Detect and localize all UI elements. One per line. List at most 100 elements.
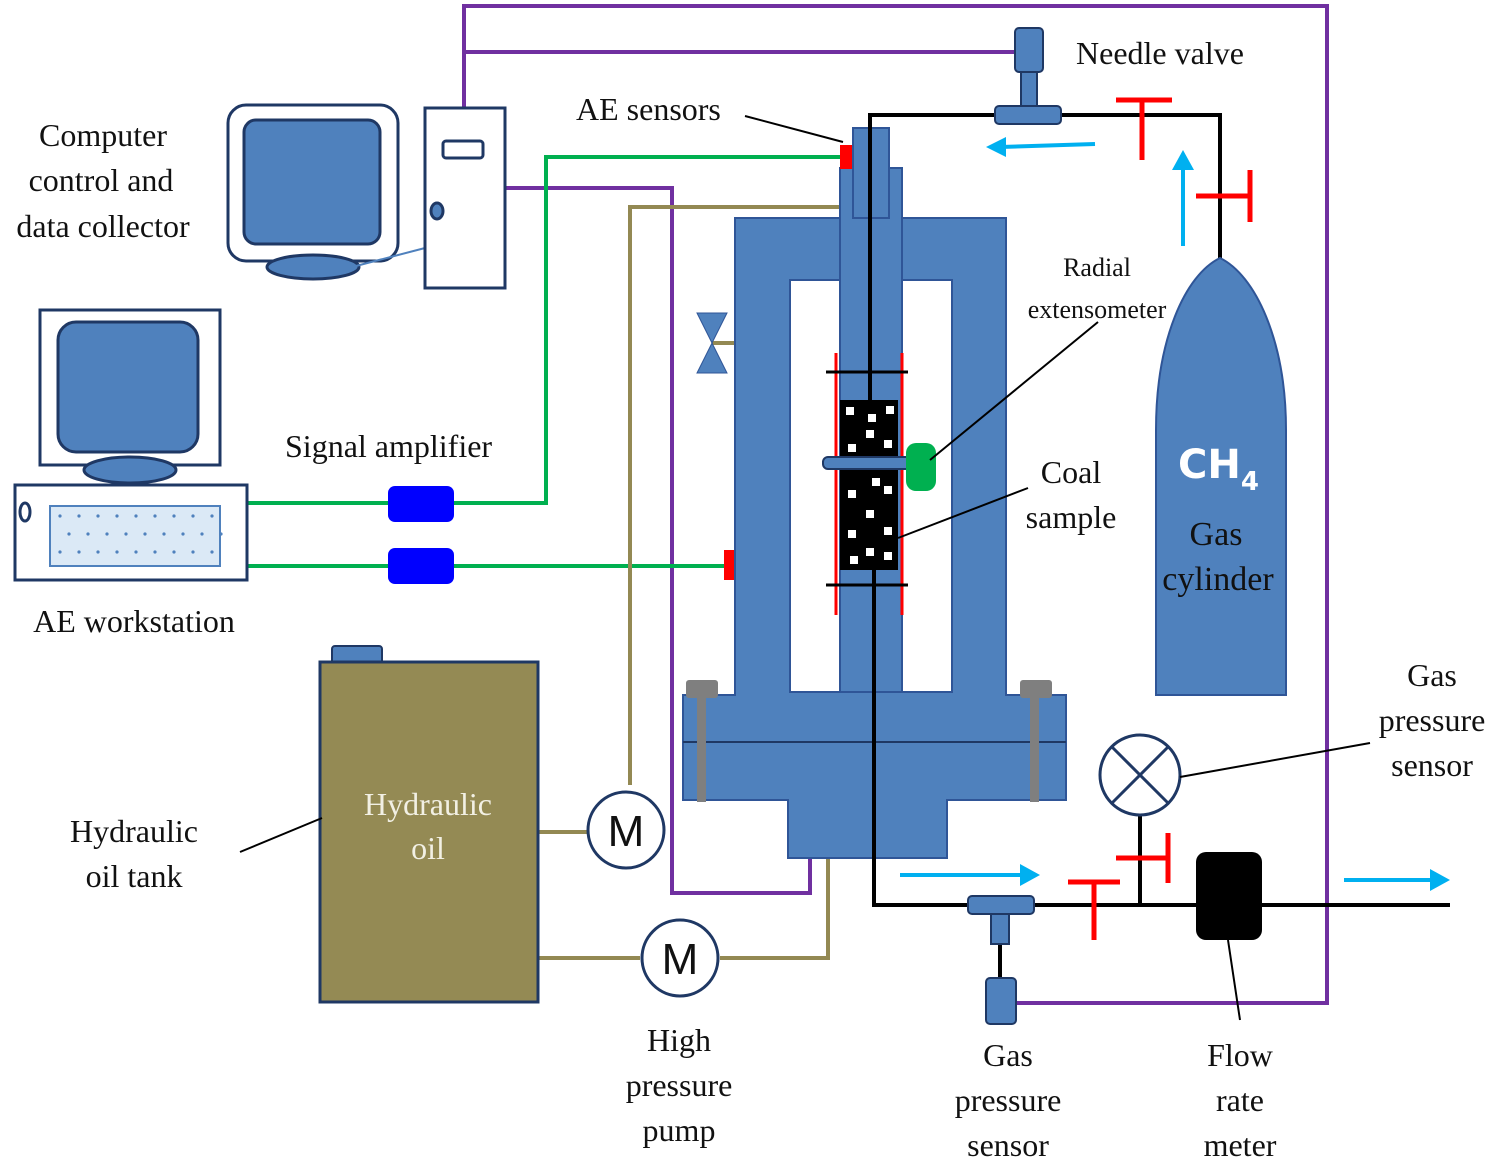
coal-sample-label-line2: sample	[1026, 499, 1117, 535]
bolt-head-left	[686, 680, 718, 698]
flow-rate-meter-line2: rate	[1216, 1082, 1264, 1118]
extensometer-ring	[822, 456, 916, 470]
keyboard-key-dot	[96, 514, 100, 518]
signal-amplifier-1	[388, 486, 454, 522]
keyboard-key-dot	[210, 514, 214, 518]
gas-pressure-sensor-right-line1: Gas	[1407, 657, 1457, 693]
oil-label-line2: oil	[411, 830, 445, 866]
flow-rate-meter-line3: meter	[1204, 1127, 1277, 1162]
keyboard-key-dot	[124, 532, 128, 536]
shutoff-valves	[1068, 97, 1253, 940]
computer-screen	[242, 118, 382, 246]
gas-cylinder-label-line1: Gas	[1190, 516, 1243, 553]
radial-extensometer-label-line1: Radial	[1063, 253, 1131, 282]
radial-extensometer-label-line2: extensometer	[1028, 295, 1167, 324]
gas-cylinder-icon: CH4 Gas cylinder	[1155, 256, 1287, 696]
needle-valve-label: Needle valve	[1076, 35, 1244, 71]
keyboard-key-dot	[191, 550, 195, 554]
flow-meter-icon	[1196, 852, 1262, 940]
needle-valve-icon	[994, 27, 1062, 125]
keyboard-key-dot	[86, 532, 90, 536]
valve-icon	[1068, 879, 1120, 940]
pressure-gauge-icon	[1098, 733, 1182, 817]
keyboard-key-dot	[162, 532, 166, 536]
high-pressure-pump-line1: High	[647, 1022, 711, 1058]
keyboard-key-dot	[115, 550, 119, 554]
signal-amplifier-label: Signal amplifier	[285, 428, 492, 464]
bolt-head-right	[1020, 680, 1052, 698]
gas-cylinder-label-line2: cylinder	[1162, 561, 1274, 598]
keyboard-key-dot	[200, 532, 204, 536]
gas-pressure-sensor-bottom-line1: Gas	[983, 1037, 1033, 1073]
keyboard-key-dot	[134, 550, 138, 554]
coal-sample-dots	[846, 406, 894, 564]
keyboard-key-dot	[77, 514, 81, 518]
radial-extensometer	[906, 443, 936, 491]
signal-amplifier-2	[388, 548, 454, 584]
valve-icon	[1196, 170, 1253, 222]
hydraulic-valve-icon	[696, 312, 728, 374]
keyboard-key-dot	[77, 550, 81, 554]
labels: Needle valve AE sensors Computer control…	[16, 35, 1485, 1162]
gas-pressure-sensor-bottom-line2: pressure	[955, 1082, 1062, 1118]
high-pressure-pump-line3: pump	[643, 1112, 716, 1148]
computer-label-line2: control and	[29, 162, 174, 198]
workstation-icon	[13, 308, 249, 582]
keyboard-key-dot	[153, 514, 157, 518]
keyboard-key-dot	[210, 550, 214, 554]
keyboard-key-dot	[172, 514, 176, 518]
arrow-left-icon	[986, 137, 1096, 157]
workstation-stand	[82, 455, 178, 485]
bolt-left	[697, 690, 706, 802]
purple-outer-loop	[462, 4, 1329, 1005]
computer-icon	[226, 103, 507, 290]
svg-text:M: M	[662, 935, 699, 984]
high-pressure-pump-line2: pressure	[626, 1067, 733, 1103]
keyboard-key-dot	[115, 514, 119, 518]
computer-label-line3: data collector	[16, 208, 190, 244]
workstation-screen	[56, 320, 200, 454]
ae-sensor-top	[840, 145, 852, 169]
leader-lines	[239, 115, 1371, 1021]
ae-sensor-side	[724, 550, 734, 580]
hydraulic-oil-tank-label-line2: oil tank	[86, 858, 183, 894]
keyboard-key-dot	[96, 550, 100, 554]
valve-icon	[1116, 97, 1172, 160]
hydraulic-line-upper	[628, 205, 840, 785]
pump-icon: M	[640, 918, 720, 998]
coal-sample	[840, 400, 898, 570]
hydraulic-oil-tank-label-line1: Hydraulic	[70, 813, 198, 849]
oil-tank-body	[318, 660, 540, 1004]
gas-pressure-sensor-bottom-line3: sensor	[967, 1127, 1049, 1162]
keyboard-key-dot	[172, 550, 176, 554]
keyboard-keys	[58, 514, 223, 554]
keyboard-key-dot	[58, 514, 62, 518]
coal-sample-assembly	[822, 353, 936, 615]
arrow-right-icon	[900, 864, 1040, 886]
keyboard-key-dot	[58, 550, 62, 554]
bolt-right	[1030, 690, 1039, 802]
flow-rate-meter-line1: Flow	[1207, 1037, 1273, 1073]
computer-tower	[423, 106, 507, 290]
keyboard-key-dot	[153, 550, 157, 554]
valve-icon	[1116, 833, 1171, 883]
keyboard-key-dot	[181, 532, 185, 536]
gas-pressure-sensor-icon	[967, 895, 1035, 1025]
keyboard-key-dot	[67, 532, 71, 536]
svg-text:M: M	[608, 807, 645, 856]
keyboard-key-dot	[143, 532, 147, 536]
gas-pressure-sensor-right-line2: pressure	[1379, 702, 1486, 738]
flow-arrows	[900, 137, 1450, 891]
keyboard-key-dot	[134, 514, 138, 518]
arrow-up-icon	[1172, 150, 1194, 246]
ae-workstation-label: AE workstation	[33, 603, 235, 639]
gas-pressure-sensor-right-line3: sensor	[1391, 747, 1473, 783]
computer-label-line1: Computer	[39, 117, 167, 153]
ch4-formula: CH4	[1178, 442, 1259, 497]
arrow-right-icon	[1344, 869, 1450, 891]
oil-label-line1: Hydraulic	[364, 786, 492, 822]
keyboard-key-dot	[219, 532, 223, 536]
ae-sensors-label: AE sensors	[576, 91, 721, 127]
keyboard-key-dot	[105, 532, 109, 536]
